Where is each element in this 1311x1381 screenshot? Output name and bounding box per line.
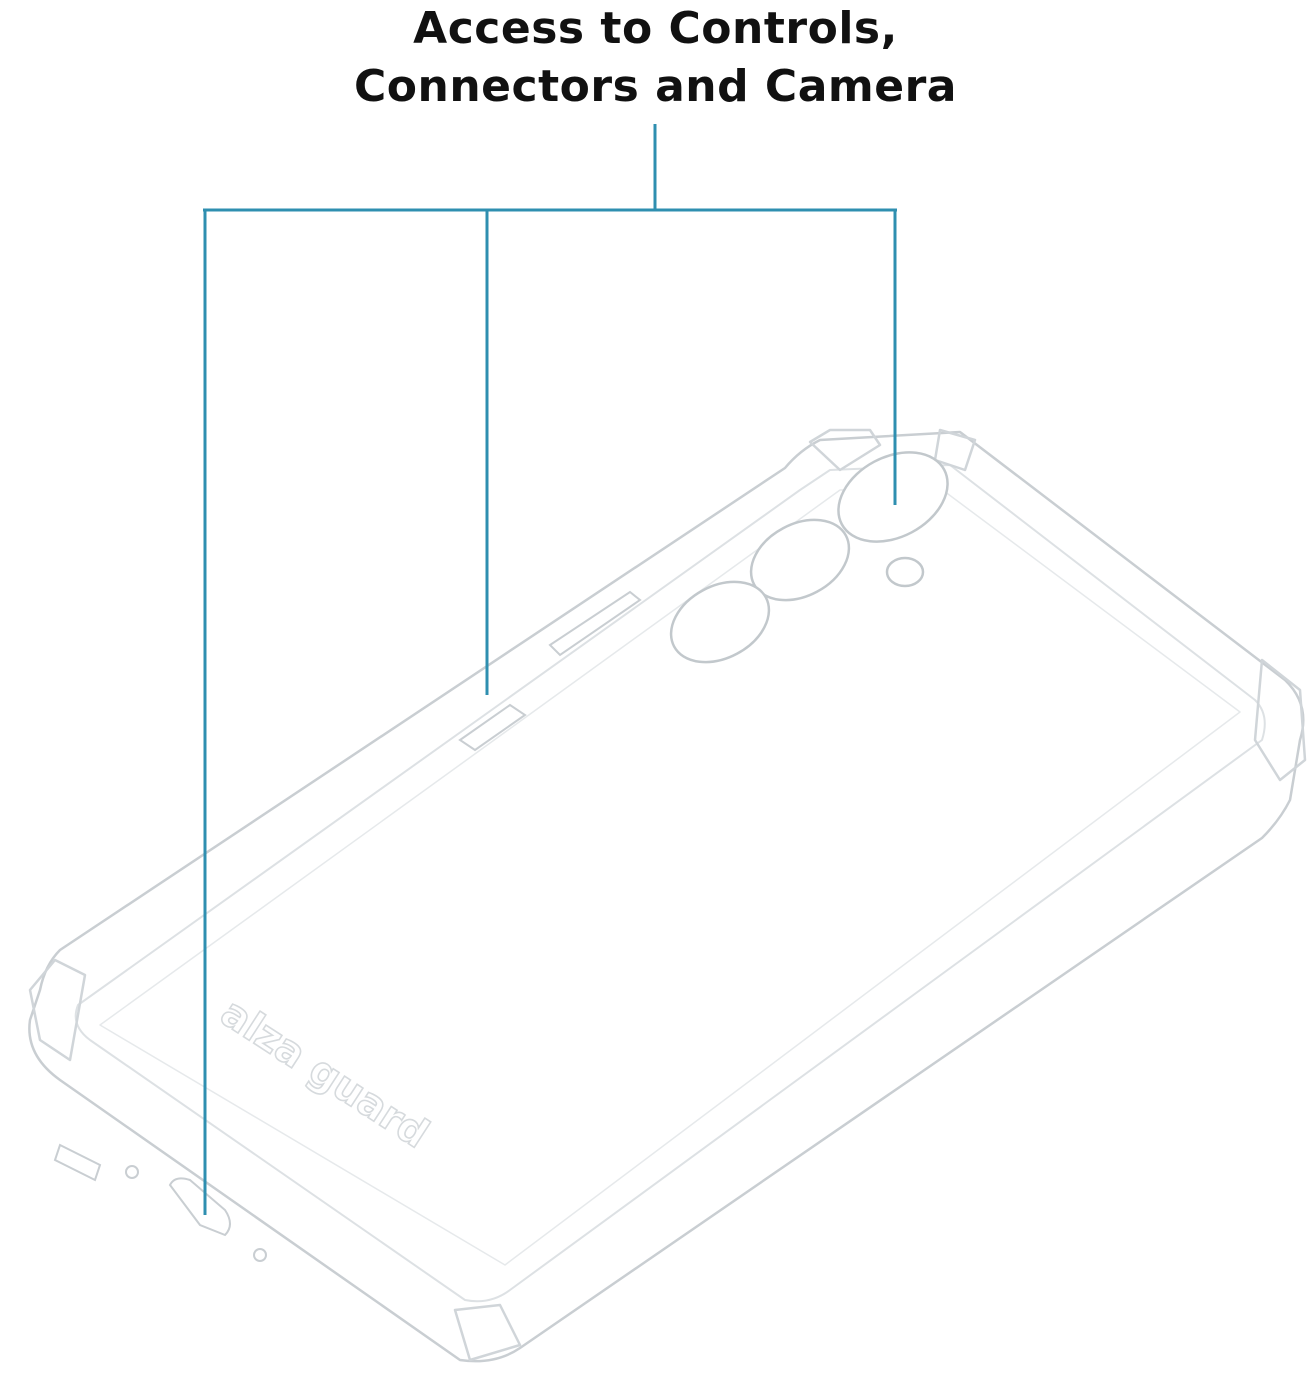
speaker-cutout <box>53 1143 102 1182</box>
power-button-cutout <box>458 703 527 752</box>
bumper-right <box>1253 658 1307 782</box>
camera-lens-top <box>837 451 949 543</box>
volume-button-cutout <box>548 590 642 657</box>
usb-port-cutout <box>168 1177 231 1237</box>
callout-lines <box>203 124 897 1215</box>
headline-line-1: Access to Controls, <box>413 3 898 54</box>
case-outer-shell <box>28 430 1305 1363</box>
headline-line-2: Connectors and Camera <box>354 61 957 112</box>
bumper-left <box>28 958 87 1062</box>
mic-cutout <box>125 1165 139 1179</box>
phone-case <box>28 428 1307 1363</box>
bottom-ports <box>53 1143 267 1262</box>
camera-lens-middle <box>749 518 851 602</box>
brand-logo-text: alza guard <box>213 990 437 1158</box>
flash-cutout <box>885 556 925 588</box>
camera-lens-bottom <box>669 580 771 664</box>
headline: Access to Controls, Connectors and Camer… <box>0 0 1311 116</box>
bumper-top-right <box>933 428 977 472</box>
mic-cutout-2 <box>253 1248 267 1262</box>
side-buttons <box>458 590 642 752</box>
brand-logo: alza guard <box>212 989 438 1158</box>
case-floor <box>99 487 1241 1266</box>
bumper-top-left <box>808 428 882 472</box>
bumper-bottom <box>453 1303 522 1362</box>
case-inner-rim <box>74 464 1266 1303</box>
camera-cutouts <box>669 451 949 664</box>
